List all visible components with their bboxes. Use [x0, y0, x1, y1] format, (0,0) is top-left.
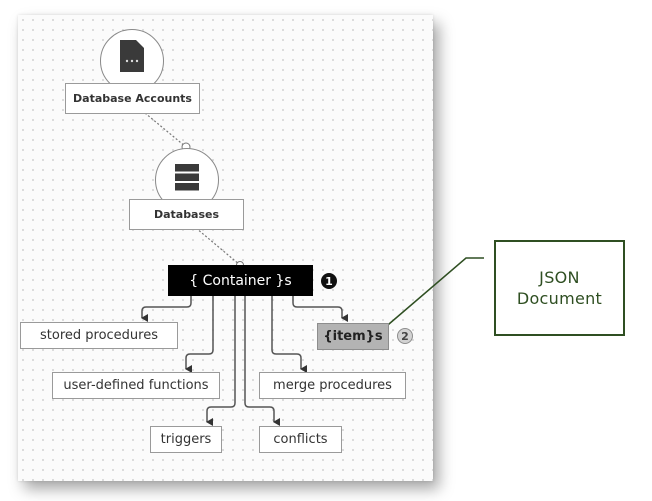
database-stack-icon	[175, 163, 199, 190]
node-databases[interactable]: Databases	[129, 199, 244, 230]
callout-line-1: JSON	[539, 268, 580, 287]
json-document-callout: JSON Document	[494, 240, 625, 336]
node-triggers[interactable]: triggers	[150, 426, 222, 453]
document-icon	[120, 40, 144, 72]
node-container[interactable]: { Container }s	[168, 265, 313, 296]
badge-1: 1	[321, 273, 337, 289]
node-items[interactable]: {item}s	[317, 323, 389, 350]
node-user-defined-functions[interactable]: user-defined functions	[52, 372, 220, 399]
callout-line-2: Document	[516, 289, 603, 308]
node-stored-procedures[interactable]: stored procedures	[20, 322, 178, 349]
database-accounts-icon-circle	[100, 29, 164, 93]
node-merge-procedures[interactable]: merge procedures	[259, 372, 406, 399]
badge-2: 2	[397, 328, 413, 344]
node-database-accounts[interactable]: Database Accounts	[65, 83, 200, 114]
node-conflicts[interactable]: conflicts	[259, 426, 342, 453]
